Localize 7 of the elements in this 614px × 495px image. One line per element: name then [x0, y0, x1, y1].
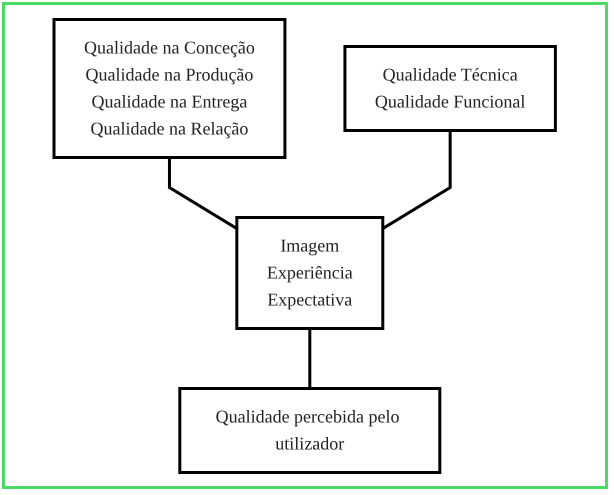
node-box — [236, 216, 385, 330]
node-box — [344, 44, 558, 132]
node-box — [178, 386, 442, 474]
connector — [168, 157, 238, 230]
picture-frame: Qualidade na Conceção Qualidade na Produção Qualidade na Entrega Qualidade na Relação Qualidade Técnica Qualidade Funcional Imagem Experiência Expectativa Qualidade percebida pelo utilizador — [2, 2, 608, 489]
node-box — [52, 18, 287, 158]
connector — [308, 328, 312, 388]
